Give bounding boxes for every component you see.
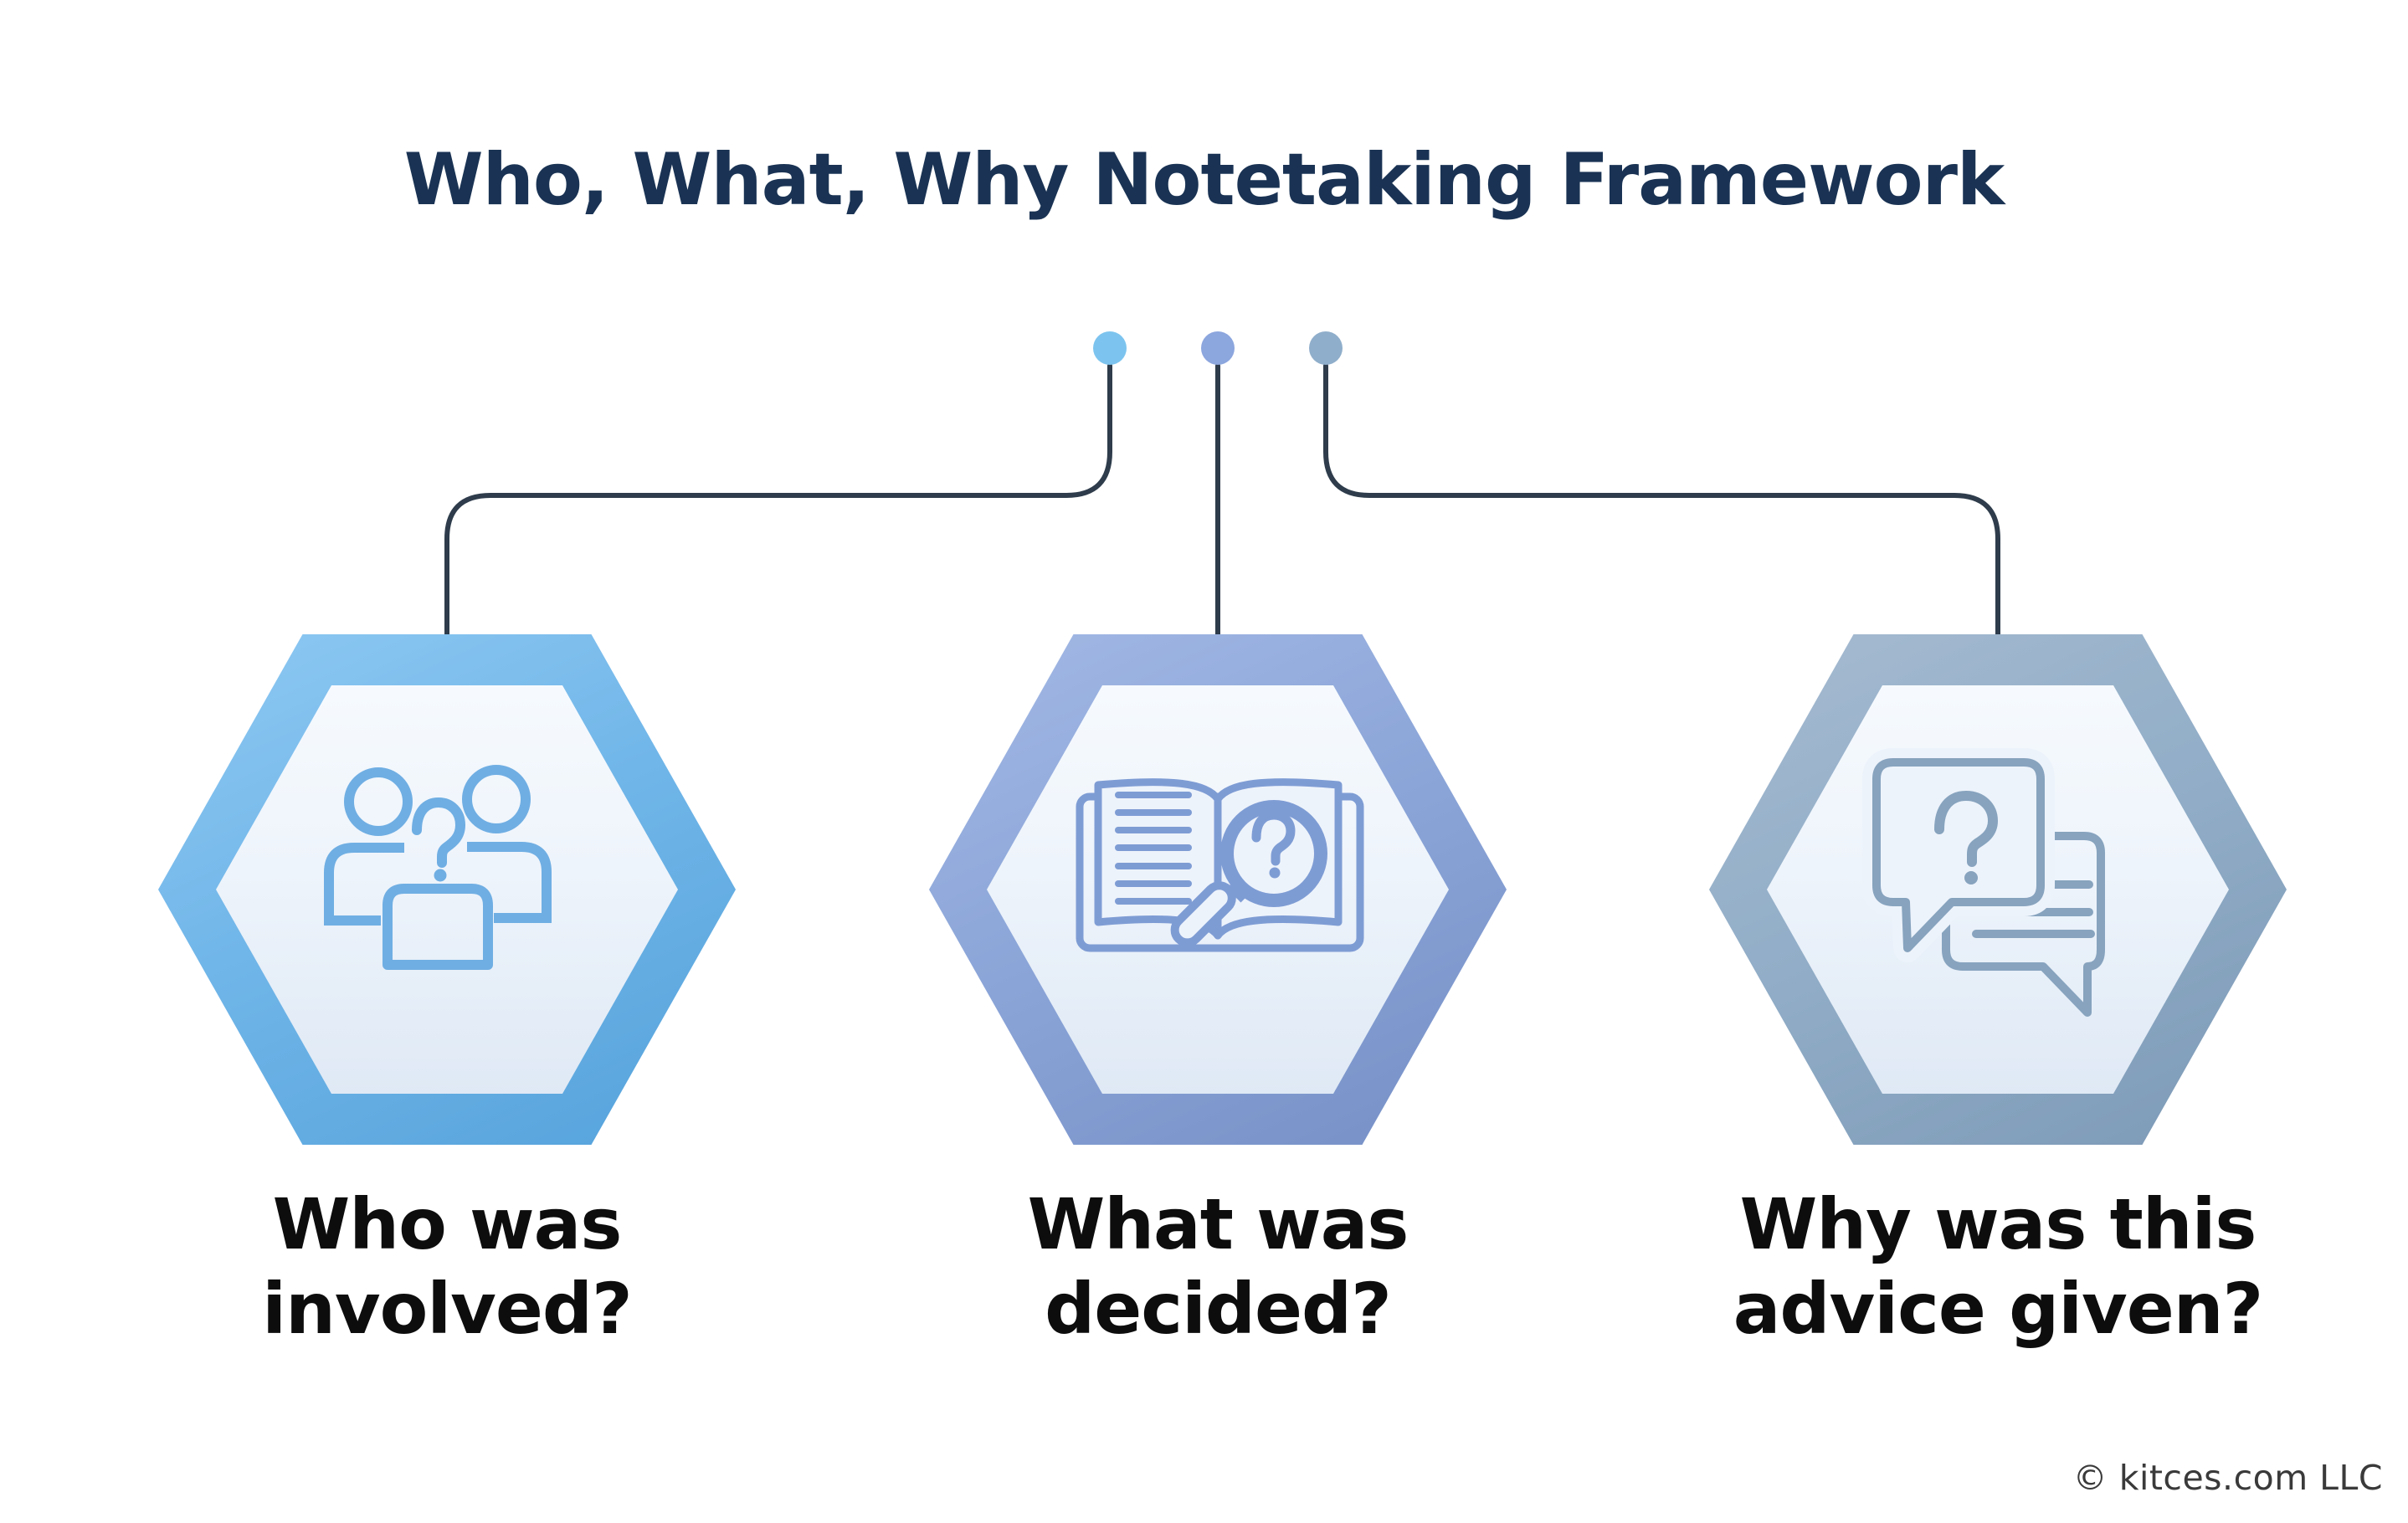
card-why: Why was this advice given?: [1709, 634, 2287, 1421]
book-magnifier-question-icon: [1076, 778, 1364, 952]
node-dot-what: [1201, 331, 1235, 365]
connector-left: [444, 363, 1112, 647]
card-what: What was decided?: [929, 634, 1507, 1421]
card-who: Who was involved?: [158, 634, 736, 1421]
node-dot-why: [1309, 331, 1343, 365]
hexagon-face-who: [216, 685, 678, 1094]
hexagon-face-why: [1767, 685, 2229, 1094]
page-title: Who, What, Why Notetaking Framework: [403, 138, 2005, 222]
hexagon-border-why: [1709, 634, 2287, 1145]
label-what: What was decided?: [1027, 1183, 1409, 1350]
node-dot-who: [1093, 331, 1127, 365]
connector-right: [1323, 363, 2000, 647]
hexagon-border-what: [929, 634, 1507, 1145]
copyright: © kitces.com LLC: [2072, 1458, 2383, 1498]
label-why: Why was this advice given?: [1733, 1183, 2264, 1350]
hexagon-face-what: [987, 685, 1449, 1094]
hexagon-border-who: [158, 634, 736, 1145]
chat-bubbles-question-icon: [1862, 748, 2105, 1017]
people-question-icon: [324, 765, 552, 970]
label-who: Who was involved?: [262, 1183, 632, 1350]
